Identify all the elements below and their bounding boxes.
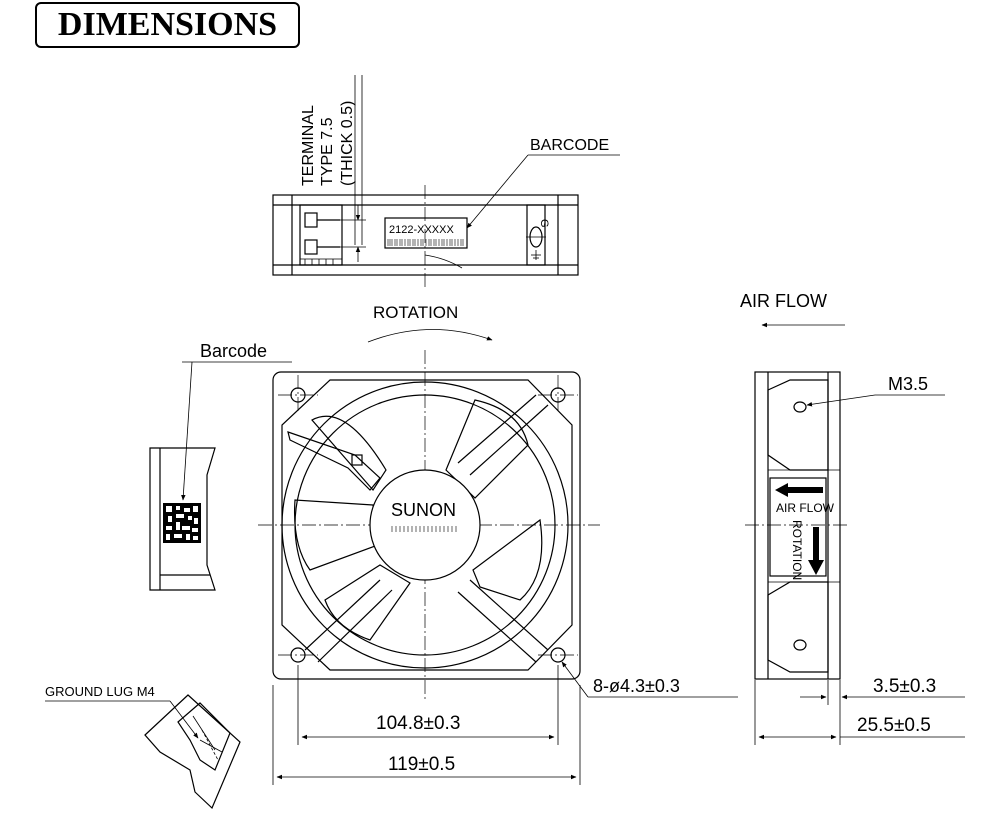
side-view: AIR FLOW ROTATION M3.5 3.5±0.3 25.5±0.5 — [745, 371, 965, 745]
barcode-top-label: BARCODE — [530, 137, 609, 154]
depth-dim-label: 25.5±0.5 — [857, 715, 931, 736]
screw-label: M3.5 — [888, 374, 928, 394]
barcode-number: 2122-XXXXX — [389, 224, 454, 236]
front-view: SUNON 8-ø4.3±0.3 104.8±0.3 119±0.5 — [258, 350, 738, 785]
terminal-label-1: TERMINAL — [300, 105, 317, 186]
holes-dim-label: 8-ø4.3±0.3 — [593, 676, 680, 696]
side-air-flow-label: AIR FLOW — [776, 501, 835, 515]
barcode-left-label: Barcode — [200, 341, 267, 361]
ground-lug-detail: GROUND LUG M4 — [45, 684, 241, 810]
air-flow-label: AIR FLOW — [740, 291, 827, 311]
ground-mark: G — [538, 219, 550, 228]
side-rotation-label: ROTATION — [790, 520, 804, 580]
terminal-label-3: (THICK 0.5) — [339, 101, 356, 186]
dim-inner-label: 104.8±0.3 — [376, 713, 460, 734]
terminal-label-2: TYPE 7.5 — [319, 117, 336, 186]
dim-outer-label: 119±0.5 — [388, 754, 455, 775]
rotation-label: ROTATION — [373, 303, 458, 322]
page-title: DIMENSIONS — [35, 2, 300, 48]
barcode-detail: Barcode — [149, 341, 292, 591]
top-view: 2122-XXXXX G BARCODE TERMINAL TYPE 7.5 (… — [272, 75, 620, 290]
flange-dim-label: 3.5±0.3 — [873, 676, 936, 697]
brand-label: SUNON — [391, 500, 456, 520]
ground-lug-label: GROUND LUG M4 — [45, 684, 155, 699]
rotation-arrow — [367, 329, 493, 343]
